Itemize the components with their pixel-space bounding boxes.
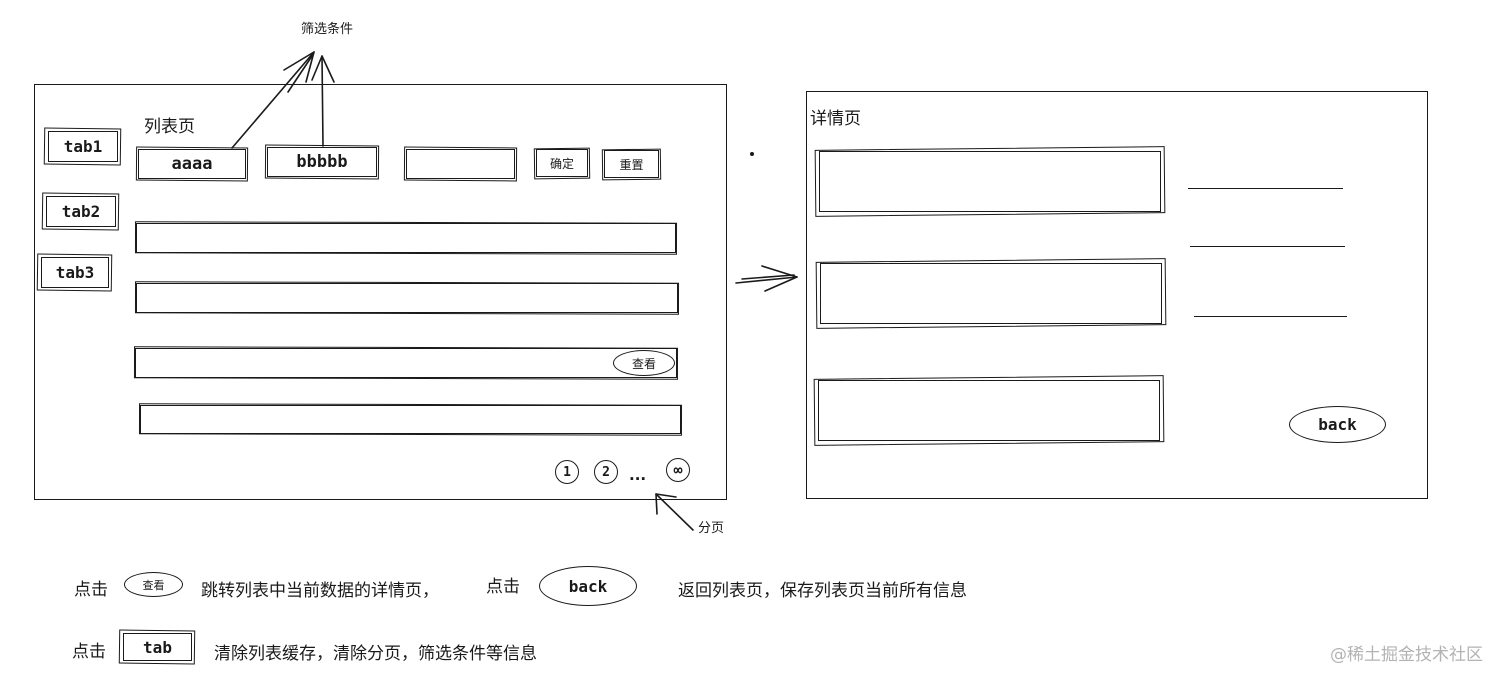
list-row[interactable]	[140, 405, 681, 434]
filter-arrow-1-head	[283, 51, 315, 83]
tab-3[interactable]: tab3	[41, 257, 109, 288]
filter-input-2[interactable]: bbbbb	[267, 147, 377, 177]
list-row[interactable]	[136, 223, 676, 253]
list-row[interactable]	[135, 348, 677, 378]
legend-text-2: 返回列表页，保存列表页当前所有信息	[678, 581, 967, 601]
legend-click-3: 点击	[72, 642, 106, 662]
detail-field-line	[1190, 246, 1345, 247]
tab-2[interactable]: tab2	[46, 196, 116, 227]
pagination-arrow	[655, 493, 694, 531]
detail-field-line	[1194, 316, 1347, 317]
legend-text-3: 清除列表缓存，清除分页，筛选条件等信息	[214, 644, 537, 664]
nav-arrow-shadow	[741, 274, 795, 280]
list-page-frame	[34, 84, 727, 500]
page-ellipsis: ...	[629, 466, 647, 484]
page-last[interactable]: ∞	[666, 458, 690, 482]
detail-page-frame	[806, 91, 1428, 499]
detail-block-2	[820, 263, 1162, 324]
legend-back-button: back	[539, 566, 637, 606]
page-1[interactable]: 1	[555, 460, 579, 484]
legend-click-2: 点击	[486, 577, 520, 597]
filter-input-3[interactable]	[406, 149, 515, 179]
legend-back-label: back	[568, 576, 608, 596]
legend-view-button: 查看	[124, 572, 183, 597]
pagination-arrow-head	[655, 493, 677, 515]
tab-1[interactable]: tab1	[48, 131, 118, 162]
nav-arrow	[735, 276, 798, 284]
legend-click-1: 点击	[74, 580, 108, 600]
filter-conditions-label: 筛选条件	[301, 22, 354, 37]
detail-block-1	[819, 151, 1161, 212]
view-button[interactable]: 查看	[613, 350, 675, 376]
detail-field-line	[1188, 188, 1343, 189]
legend-tab-button: tab	[123, 633, 192, 661]
filter-arrow-2	[321, 55, 324, 147]
detail-page-title: 详情页	[810, 109, 861, 129]
list-page-title: 列表页	[144, 117, 195, 137]
confirm-button[interactable]: 确定	[536, 149, 588, 177]
view-button-label: 查看	[631, 356, 656, 371]
watermark: @稀土掘金技术社区	[1330, 645, 1483, 665]
filter-arrow-extra	[287, 55, 313, 93]
page-2[interactable]: 2	[594, 460, 618, 484]
legend-text-1: 跳转列表中当前数据的详情页，	[201, 581, 439, 601]
pagination-label: 分页	[698, 521, 725, 536]
detail-block-3	[818, 380, 1160, 441]
back-button[interactable]: back	[1289, 406, 1386, 443]
filter-input-1[interactable]: aaaa	[138, 149, 246, 179]
legend-view-label: 查看	[142, 578, 165, 592]
back-button-label: back	[1318, 415, 1357, 434]
filter-arrow-1	[231, 51, 315, 149]
list-row[interactable]	[136, 283, 678, 313]
nav-arrow-head	[761, 265, 798, 292]
ink-dot	[749, 152, 754, 157]
reset-button[interactable]: 重置	[604, 150, 659, 178]
filter-arrow-2-head	[311, 55, 335, 83]
